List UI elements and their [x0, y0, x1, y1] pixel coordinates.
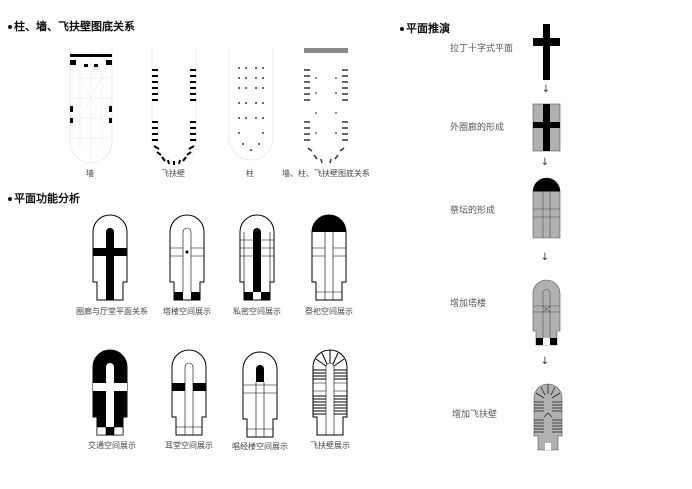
title-text: 平面推演: [406, 22, 450, 35]
caption-wall: 墙: [86, 169, 94, 178]
section-title-evolution: 平面推演: [400, 20, 450, 36]
step-label-tower: 增加塔楼: [450, 299, 487, 309]
plan-combined: [304, 48, 348, 164]
caption-choir: 唱经楼空间展示: [232, 442, 288, 451]
step-label-flying-buttress: 增加飞扶壁: [452, 410, 498, 420]
caption-worship: 祭祀空间展示: [305, 307, 353, 316]
step-altar: [532, 177, 561, 239]
arrow-down-icon: ↓: [540, 252, 550, 263]
plan-column: [228, 48, 274, 161]
caption-buttress: 飞扶壁: [161, 169, 185, 178]
plan-wall: [69, 48, 113, 164]
arrow-down-icon: ↓: [540, 356, 550, 367]
plan-private: [239, 214, 275, 301]
step-label-latin-cross: 拉丁十字式平面: [450, 44, 514, 54]
plan-worship: [311, 214, 347, 301]
title-text: 柱、墙、飞扶壁图底关系: [14, 20, 135, 33]
caption-combined: 墙、柱、飞扶壁图底关系: [282, 169, 370, 178]
bullet-icon: [8, 197, 12, 201]
section-title-figure-ground: 柱、墙、飞扶壁图底关系: [8, 18, 135, 34]
caption-private: 私密空间展示: [233, 307, 281, 316]
title-text: 平面功能分析: [14, 192, 80, 205]
caption-transept: 耳堂空间展示: [165, 441, 213, 450]
bullet-icon: [400, 27, 404, 31]
plan-transept: [171, 349, 207, 436]
caption-flying-buttress: 飞扶壁展示: [310, 441, 350, 450]
step-ambulatory: [532, 103, 561, 152]
step-tower: [532, 279, 561, 346]
step-latin-cross: [533, 24, 560, 80]
caption-ambulatory-hall: 圈廊与厅堂平面关系: [76, 307, 148, 316]
section-title-function: 平面功能分析: [8, 190, 80, 206]
plan-ambulatory-hall: [92, 214, 128, 301]
caption-tower: 塔楼空间展示: [163, 307, 211, 316]
plan-flying-buttress: [312, 349, 348, 436]
plan-tower: [169, 214, 205, 301]
plan-circulation: [92, 349, 128, 436]
step-label-altar: 祭坛的形成: [450, 206, 496, 216]
arrow-down-icon: ↓: [541, 84, 551, 95]
step-label-ambulatory: 外圈廊的形成: [450, 123, 505, 133]
caption-column: 柱: [246, 169, 254, 178]
step-flying-buttress: [533, 383, 563, 451]
bullet-icon: [8, 25, 12, 29]
caption-circulation: 交通空间展示: [88, 441, 136, 450]
plan-buttress: [151, 48, 197, 165]
plan-choir: [242, 351, 278, 438]
arrow-down-icon: ↓: [540, 157, 550, 168]
